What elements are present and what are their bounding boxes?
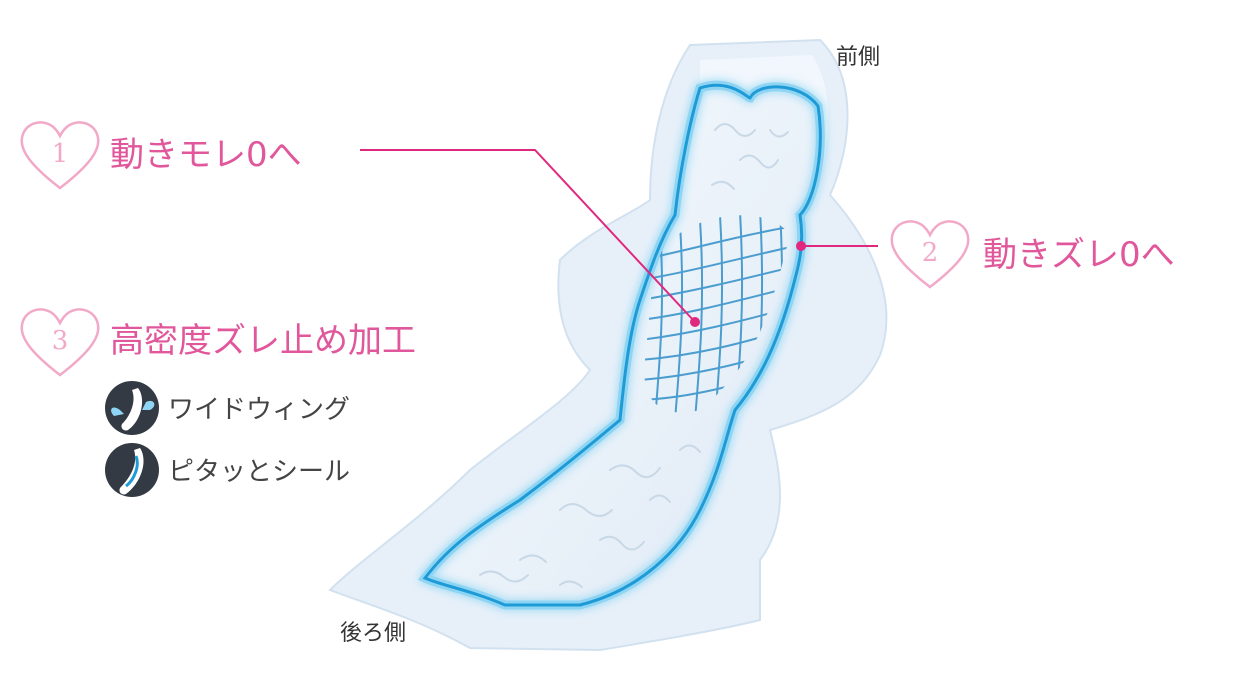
feature-number: 3 bbox=[52, 326, 69, 356]
leader-dot bbox=[796, 241, 806, 251]
feature-label: 動きモレ0へ bbox=[110, 135, 302, 175]
back-side-label: 後ろ側 bbox=[340, 621, 406, 646]
callout-3: 3 高密度ズレ止め加工 bbox=[22, 309, 416, 375]
leader-dot bbox=[690, 317, 700, 327]
feature-number: 2 bbox=[922, 238, 939, 268]
sub-item-peel-seal: ピタッとシール bbox=[105, 443, 350, 497]
wide-wing-icon bbox=[105, 381, 159, 435]
sub-item-wide-wing: ワイドウィング bbox=[105, 381, 350, 435]
front-side-label: 前側 bbox=[836, 45, 880, 70]
feature-label: 動きズレ0へ bbox=[983, 235, 1175, 275]
heart-icon: 2 bbox=[892, 221, 968, 287]
feature-number: 1 bbox=[52, 139, 69, 169]
feature-label: 高密度ズレ止め加工 bbox=[110, 321, 416, 361]
sub-item-label: ピタッとシール bbox=[168, 457, 350, 487]
heart-icon: 1 bbox=[22, 122, 98, 188]
sub-item-label: ワイドウィング bbox=[168, 395, 350, 425]
peel-seal-icon bbox=[105, 443, 159, 497]
heart-icon: 3 bbox=[22, 309, 98, 375]
